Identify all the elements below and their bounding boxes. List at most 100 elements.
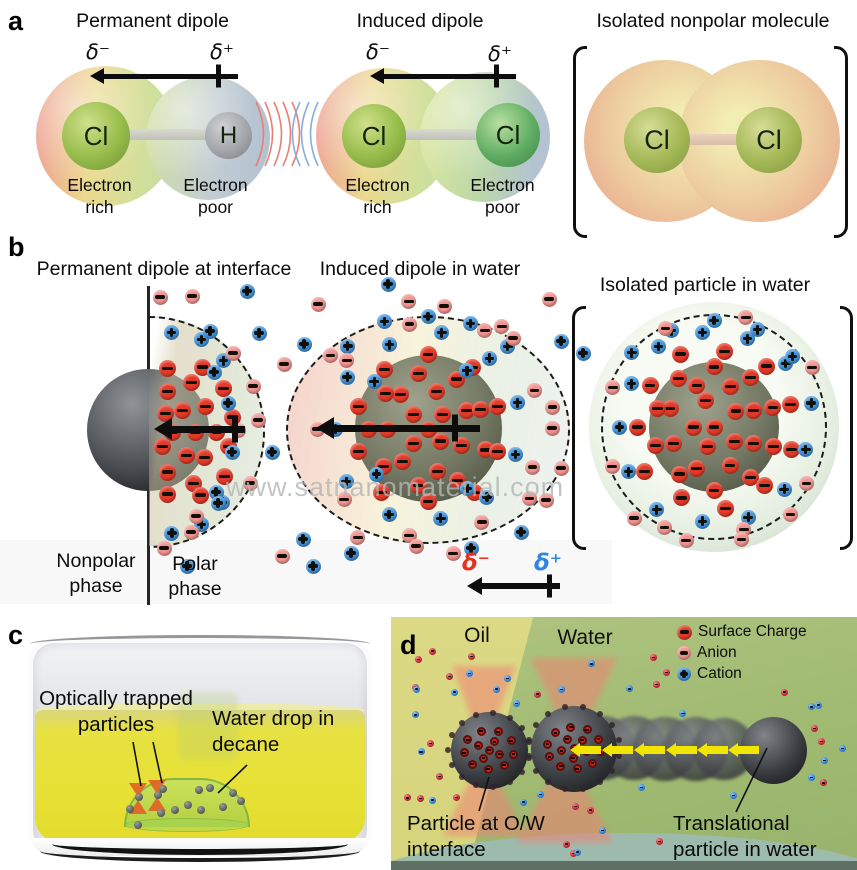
surface-charge-icon xyxy=(562,785,569,792)
annotation-line xyxy=(217,764,248,794)
atom-label: Cl xyxy=(756,124,782,155)
surface-charge-icon xyxy=(758,357,776,375)
cation-icon xyxy=(599,827,607,835)
anion-icon xyxy=(445,673,453,681)
surface-charge-icon xyxy=(489,737,499,747)
panel-a-label: a xyxy=(8,6,24,36)
anion-icon xyxy=(453,794,460,802)
surface-charge-icon xyxy=(741,368,759,386)
atom-label: Cl xyxy=(83,120,109,151)
trapped-particle xyxy=(135,793,143,801)
surface-charge-icon xyxy=(545,779,552,786)
anion-icon xyxy=(183,524,199,540)
arrowhead-icon xyxy=(602,743,612,757)
anion-icon xyxy=(522,490,538,506)
cell-base-arc xyxy=(40,840,360,862)
surface-charge-icon xyxy=(495,749,505,759)
surface-charge-icon xyxy=(156,404,174,422)
cation-icon xyxy=(463,540,479,556)
cation-icon xyxy=(164,525,180,541)
cation-icon xyxy=(420,309,436,325)
arrowhead-icon xyxy=(666,743,676,757)
cation-icon xyxy=(492,685,500,693)
cation-icon xyxy=(706,313,722,329)
anion-icon xyxy=(350,530,366,546)
cation-icon xyxy=(814,701,822,709)
surface-charge-icon xyxy=(459,748,469,758)
oil-label: Oil xyxy=(464,624,490,647)
cation-icon xyxy=(650,338,666,354)
dipole-arrow-icon xyxy=(370,64,516,88)
surface-charge-icon xyxy=(196,397,214,415)
anion-icon xyxy=(526,382,542,398)
surface-charge-icon xyxy=(661,400,679,418)
delta-plus-label: δ⁺ xyxy=(534,550,562,576)
surface-charge-icon xyxy=(490,710,497,717)
annotation-line xyxy=(132,741,142,787)
surface-charge-icon xyxy=(159,359,177,377)
anion-icon xyxy=(677,646,691,660)
cation-icon xyxy=(239,283,255,299)
atom-label: Cl xyxy=(644,124,670,155)
surface-charge-icon xyxy=(525,736,532,743)
anion-icon xyxy=(408,538,424,554)
panel-d-label: d xyxy=(400,630,417,660)
surface-charge-icon xyxy=(551,728,561,738)
cation-icon xyxy=(305,558,321,574)
surface-charge-icon xyxy=(609,768,616,774)
induced-dipole-title: Induced dipole xyxy=(356,10,484,32)
cation-icon xyxy=(575,345,591,361)
surface-charge-icon xyxy=(635,463,653,481)
trapped-particles-annotation: Optically trapped particles xyxy=(39,687,193,736)
arrowhead-icon xyxy=(370,68,384,85)
trapped-particle xyxy=(171,806,179,814)
anion-icon xyxy=(401,316,417,332)
legend: Surface Charge Anion Cation xyxy=(677,623,807,683)
legend-row: Cation xyxy=(677,665,807,683)
anion-icon xyxy=(541,291,557,307)
surface-charge-icon xyxy=(153,438,171,456)
surface-charge-icon xyxy=(519,768,526,775)
arrowhead-icon xyxy=(467,577,482,595)
surface-charge-icon xyxy=(562,734,572,744)
surface-charge-icon xyxy=(717,499,735,517)
anion-icon xyxy=(563,840,571,848)
anion-icon xyxy=(572,802,580,810)
anion-icon xyxy=(156,540,172,556)
surface-charge-icon xyxy=(458,774,465,781)
surface-charge-icon xyxy=(665,435,683,453)
cation-icon xyxy=(557,686,565,694)
surface-charge-icon xyxy=(744,402,762,420)
trap-cone xyxy=(129,783,147,797)
trapped-particle xyxy=(184,801,192,809)
surface-charge-icon xyxy=(532,721,539,728)
surface-charge-icon xyxy=(545,710,552,717)
anion-icon xyxy=(336,491,352,507)
cation-icon xyxy=(380,276,396,292)
atom-cl: Cl xyxy=(62,102,130,170)
legend-label: Cation xyxy=(697,665,742,682)
anion-icon xyxy=(652,680,660,688)
anion-icon xyxy=(733,531,749,547)
legend-row: Anion xyxy=(677,644,807,662)
delta-plus-label: δ⁺ xyxy=(210,40,234,64)
cation-icon xyxy=(749,322,765,338)
bond xyxy=(664,134,758,145)
trapped-particle xyxy=(195,786,203,794)
surface-charge-icon xyxy=(506,736,516,746)
cation-icon xyxy=(210,495,226,511)
anion-icon xyxy=(414,656,422,664)
anion-icon xyxy=(242,475,258,491)
cation-icon xyxy=(740,509,756,525)
bond xyxy=(110,129,218,140)
bottom-strip xyxy=(391,861,857,870)
anion-icon xyxy=(655,837,663,845)
trapped-particle xyxy=(159,785,167,793)
cation-icon xyxy=(382,337,398,353)
anion-icon xyxy=(494,318,510,334)
left-bracket xyxy=(572,306,586,550)
panel-c-label: c xyxy=(8,620,24,650)
anion-icon xyxy=(783,506,799,522)
surface-charge-icon xyxy=(648,400,666,417)
cation-icon xyxy=(433,510,449,526)
